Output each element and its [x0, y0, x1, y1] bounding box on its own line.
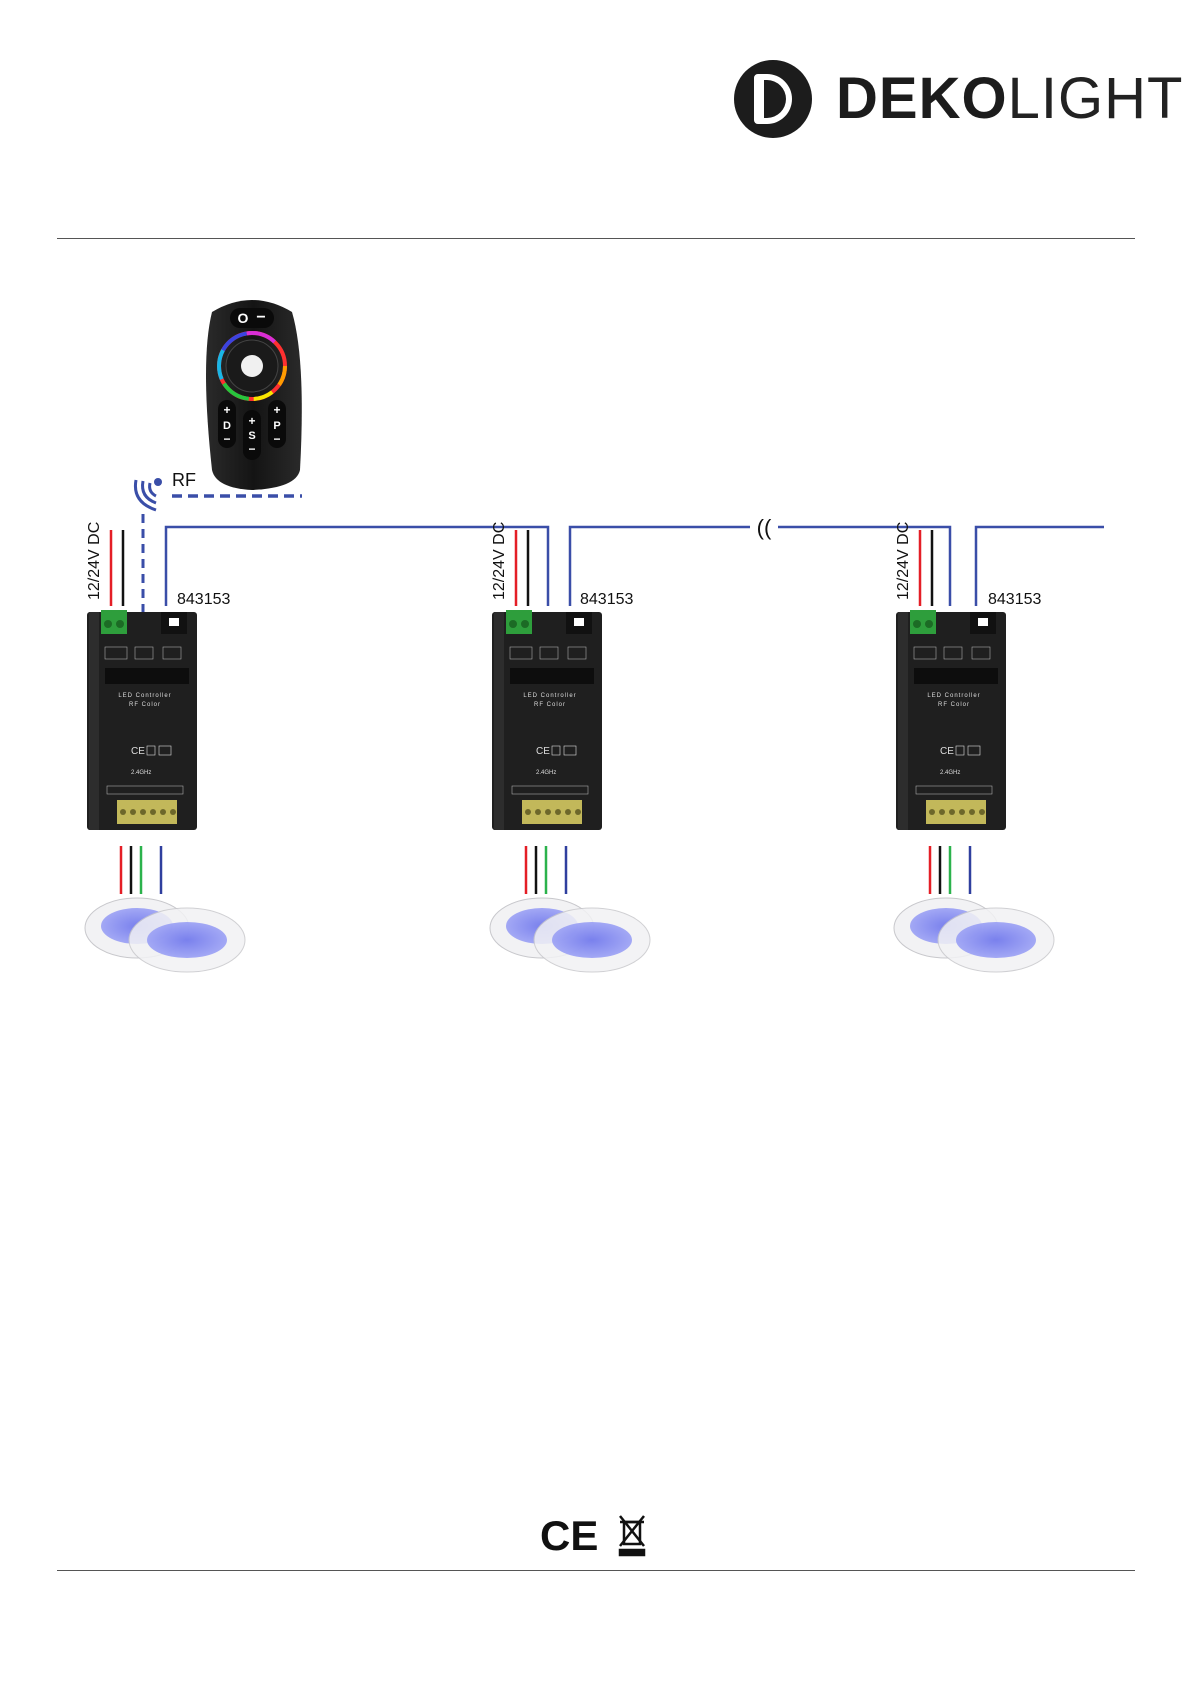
footer-divider [57, 1570, 1135, 1571]
controller-subtitle: RF Color [938, 702, 970, 708]
controller-ce-mark: CE [536, 746, 550, 757]
supply-voltage-label: 12/24V DC [895, 522, 912, 600]
program-label: P [273, 420, 280, 432]
speed-label: S [248, 430, 255, 442]
controller-frequency: 2.4GHz [536, 770, 556, 776]
controller-title: LED Controller [523, 693, 576, 699]
supply-voltage-label: 12/24V DC [86, 522, 103, 600]
controller-frequency: 2.4GHz [940, 770, 960, 776]
controller-subtitle: RF Color [534, 702, 566, 708]
controller-model-label: 843153 [988, 591, 1041, 608]
power-off-button-label: − [256, 309, 265, 326]
led-panel-downlight-icon [490, 898, 650, 972]
program-minus-label: − [273, 432, 280, 446]
led-panel-downlight-icon [85, 898, 245, 972]
dim-plus-label: + [223, 403, 230, 417]
controller-title: LED Controller [118, 693, 171, 699]
controller-title: LED Controller [927, 693, 980, 699]
rgb-remote-control-icon: O − + D − + S − + P − [206, 300, 302, 490]
controller-unit-3: 12/24V DC 843153 LED Controller RF Color… [894, 522, 1054, 972]
sync-link-wires [166, 527, 1104, 606]
speed-plus-label: + [248, 414, 255, 428]
speed-minus-label: − [248, 442, 255, 456]
controller-ce-mark: CE [940, 746, 954, 757]
controller-ce-mark: CE [131, 746, 145, 757]
certification-marks: CE [540, 1512, 650, 1558]
controller-frequency: 2.4GHz [131, 770, 151, 776]
crossed-out-bin-icon [620, 1516, 644, 1555]
controller-model-label: 843153 [580, 591, 633, 608]
line-break-mark: (( [757, 515, 772, 540]
controller-subtitle: RF Color [129, 702, 161, 708]
led-panel-downlight-icon [894, 898, 1054, 972]
controller-model-label: 843153 [177, 591, 230, 608]
dim-label: D [223, 420, 231, 432]
dim-minus-label: − [223, 432, 230, 446]
rf-label: RF [172, 470, 196, 490]
supply-voltage-label: 12/24V DC [491, 522, 508, 600]
power-on-button-label: O [238, 310, 249, 326]
program-plus-label: + [273, 403, 280, 417]
rf-signal-icon [135, 478, 162, 510]
ce-mark-icon: CE [540, 1512, 598, 1558]
